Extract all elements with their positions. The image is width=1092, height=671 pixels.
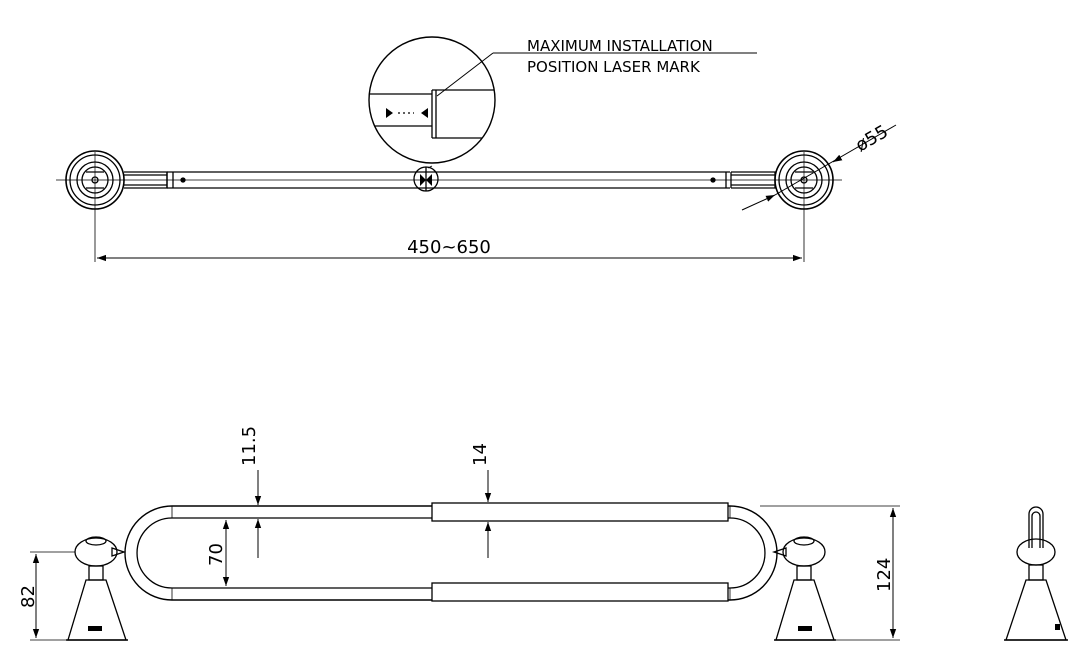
front-elevation [30,470,900,641]
left-mount [66,536,128,641]
length-label: 450~650 [407,237,491,258]
center-sleeves [431,502,729,602]
callout-line-1: MAXIMUM INSTALLATION [527,37,713,55]
dim-14-label: 14 [470,443,491,466]
right-mount [771,536,836,641]
dim-82 [30,551,75,641]
plan-view [56,36,897,262]
dim-70-label: 70 [206,543,227,566]
dim-124-label: 124 [874,558,895,592]
dim-70 [182,517,232,589]
dim-124 [760,505,900,641]
length-dimension [94,208,805,262]
side-view [1004,506,1068,641]
diameter-label: ø55 [852,121,892,156]
inner-loop [136,517,766,589]
detail-magnifier [368,36,496,169]
callout-line-2: POSITION LASER MARK [527,58,701,76]
plan-bar [124,166,776,192]
dim-11-5-label: 11.5 [239,426,260,466]
diameter-dimension [741,124,897,211]
dim-82-label: 82 [18,585,39,608]
